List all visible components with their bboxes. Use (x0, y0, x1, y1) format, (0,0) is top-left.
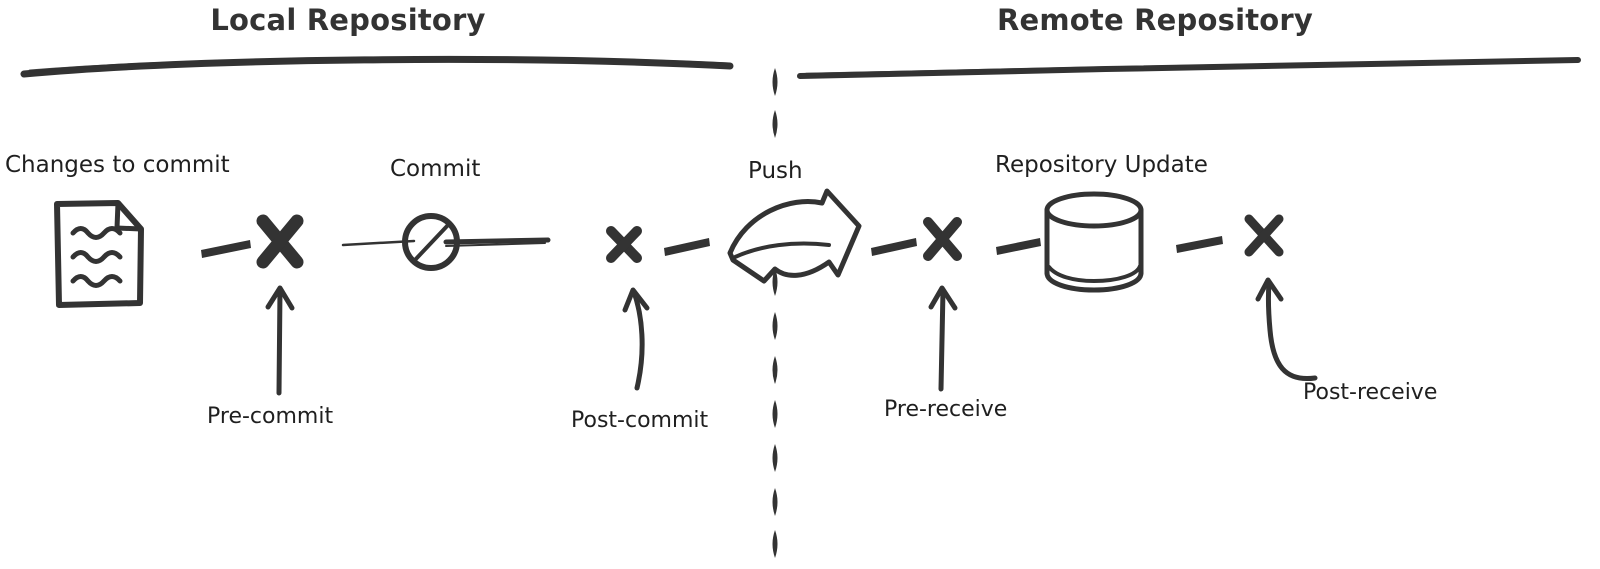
connector-dash (871, 238, 917, 256)
connector-dash (201, 240, 251, 258)
post-receive-label: Post-receive (1303, 380, 1437, 405)
pre-receive-x-marker (923, 217, 962, 261)
pre-commit-arrow (265, 285, 295, 396)
connector-dash (996, 238, 1041, 255)
pre-commit-x-marker (256, 214, 304, 269)
post-commit-x-marker (606, 226, 642, 263)
post-receive-arrow (1255, 277, 1318, 382)
changes-to-commit-label: Changes to commit (5, 152, 230, 178)
push-label: Push (748, 158, 803, 184)
dashed-divider (772, 68, 778, 558)
document-icon (54, 200, 144, 308)
commit-label: Commit (390, 156, 480, 182)
commit-node-icon (341, 213, 551, 271)
remote-repository-title: Remote Repository (997, 3, 1313, 37)
connector-dash (664, 238, 710, 256)
pre-receive-label: Pre-receive (884, 397, 1007, 422)
remote-section-underline (797, 57, 1581, 79)
local-repository-title: Local Repository (210, 3, 485, 37)
connector-dash (1176, 236, 1223, 253)
local-section-underline (20, 55, 734, 78)
post-commit-arrow (622, 287, 650, 391)
database-cylinder-icon (1044, 191, 1144, 293)
pre-commit-label: Pre-commit (207, 404, 333, 429)
push-arrow-icon (727, 188, 862, 284)
pre-receive-arrow (928, 285, 958, 392)
post-commit-label: Post-commit (571, 408, 708, 433)
post-receive-x-marker (1244, 214, 1284, 257)
repository-update-label: Repository Update (995, 152, 1208, 178)
